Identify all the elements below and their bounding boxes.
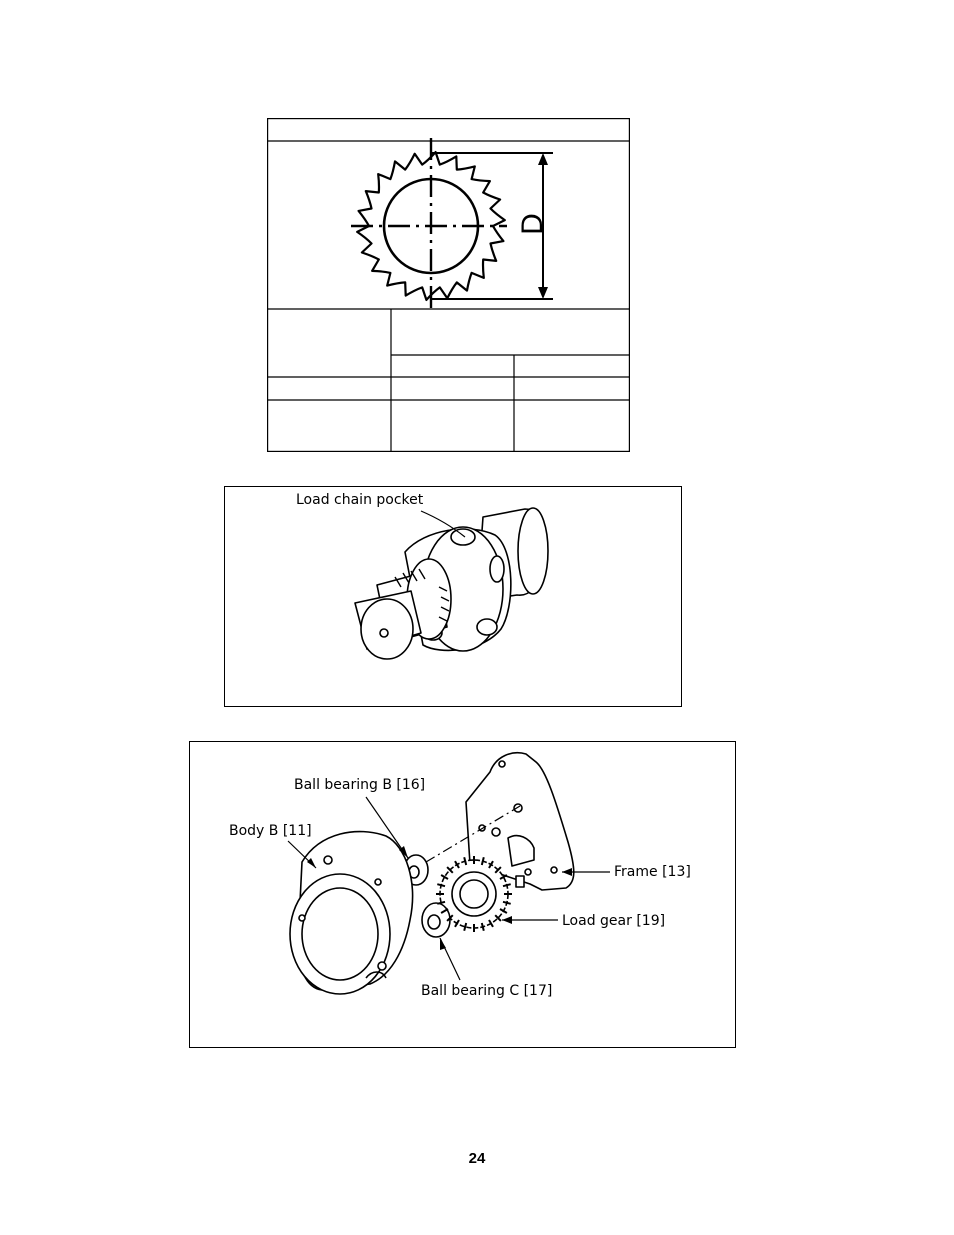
ball-bearing-b-callout: Ball bearing B [16] — [294, 777, 426, 793]
sprocket-spec-table: D — [267, 118, 630, 452]
exploded-assembly-figure: Ball bearing B [16] Body B [11] Frame [1… — [189, 741, 736, 1048]
gear-tooth — [437, 883, 446, 888]
gear-tooth — [440, 908, 449, 914]
gear-tooth — [446, 866, 454, 874]
gear-tooth — [488, 919, 494, 928]
gear-tooth — [499, 874, 508, 880]
gear-tooth — [437, 900, 446, 905]
gear-tooth — [454, 860, 460, 869]
load-chain-pocket-callout: Load chain pocket — [296, 492, 424, 508]
frame-callout: Frame [13] — [614, 864, 691, 880]
load-gear-callout: Load gear [19] — [562, 913, 666, 929]
body-b-callout: Body B [11] — [229, 823, 312, 839]
exploded-assembly-drawing — [287, 752, 610, 995]
gear-tooth — [463, 857, 468, 866]
gear-tooth — [463, 922, 468, 931]
gear-tooth — [480, 922, 485, 931]
gear-tooth — [499, 908, 508, 914]
gear-tooth — [488, 860, 494, 869]
gear-tooth — [502, 883, 511, 888]
load-sheave-figure: Load chain pocket — [224, 486, 682, 707]
page-number: 24 — [468, 1150, 486, 1167]
load-sheave-drawing — [354, 507, 549, 660]
gear-tooth — [446, 914, 454, 922]
ball-bearing-c-callout: Ball bearing C [17] — [421, 983, 553, 999]
gear-tooth — [494, 866, 502, 874]
gear-tooth — [440, 874, 449, 880]
gear-tooth — [480, 857, 485, 866]
gear-tooth — [494, 914, 502, 922]
sprocket-diagram: D — [351, 138, 553, 310]
gear-tooth — [502, 900, 511, 905]
dimension-d-label: D — [516, 213, 549, 235]
gear-tooth — [454, 919, 460, 928]
